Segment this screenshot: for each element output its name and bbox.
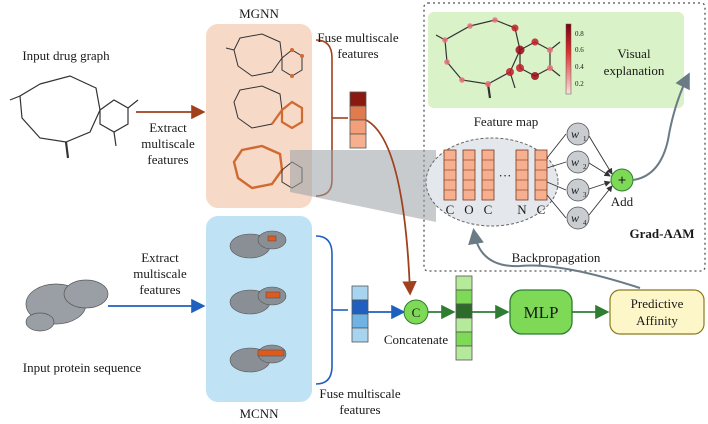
extract-protein-label-2: multiscale <box>133 266 187 281</box>
feature-map-col-label: N <box>517 202 527 217</box>
protein-structure-3 <box>229 344 287 373</box>
visual-explanation-panel <box>428 12 684 108</box>
drug-feature-vector <box>349 91 367 149</box>
feature-map-title: Feature map <box>474 114 539 129</box>
concat-vector <box>455 275 473 361</box>
weight-sub: 3 <box>583 191 587 199</box>
protein-structure-1 <box>229 230 287 259</box>
colorbar-tick: 0.4 <box>575 63 584 71</box>
weight-sub: 2 <box>583 163 587 171</box>
plus-symbol: + <box>618 173 627 189</box>
mlp-label: MLP <box>524 303 559 322</box>
prediction-box <box>609 289 705 335</box>
mgnn-panel <box>206 24 312 208</box>
fuse-protein-label-2: features <box>339 402 380 417</box>
feature-map-col-label: C <box>484 202 493 217</box>
weight-nodes <box>566 122 590 230</box>
weight-label: w <box>571 127 579 141</box>
visual-label: Visual <box>617 46 651 61</box>
grad-aam-region <box>423 2 706 272</box>
feature-map-col-label: C <box>446 202 455 217</box>
extract-drug-label-2: multiscale <box>141 136 195 151</box>
feature-map-col-label: O <box>464 202 473 217</box>
weight-sub: 4 <box>583 219 587 227</box>
weight-connections <box>546 133 567 219</box>
backprop-label: Backpropagation <box>512 250 601 265</box>
input-drug-label: Input drug graph <box>22 48 110 63</box>
colorbar-tick: 0.8 <box>575 30 584 38</box>
extract-drug-label-1: Extract <box>149 120 187 135</box>
extract-drug-label-3: features <box>147 152 188 167</box>
extract-protein-label-3: features <box>139 282 180 297</box>
mgnn-title: MGNN <box>239 6 279 21</box>
concatenate-label: Concatenate <box>384 332 448 347</box>
colorbar-tick: 0.2 <box>575 80 584 88</box>
feature-map-ellipsis: ··· <box>499 168 512 183</box>
mcnn-bracket <box>315 235 333 385</box>
fuse-drug-label-1: Fuse multiscale <box>317 30 398 45</box>
protein-feature-vector <box>351 285 369 343</box>
heatmap-atoms <box>442 17 553 87</box>
fuse-drug-label-2: features <box>337 46 378 61</box>
colorbar-tick: 0.6 <box>575 46 584 54</box>
feature-map-col-label: C <box>537 202 546 217</box>
feature-map-projection <box>290 150 436 222</box>
protein-structure-2 <box>229 286 287 315</box>
input-drug-molecule <box>9 75 139 159</box>
explanation-label: explanation <box>604 63 665 78</box>
input-protein-label: Input protein sequence <box>23 360 142 375</box>
prediction-label-1: Predictive <box>631 296 684 311</box>
drug-to-concat-arrow <box>365 119 417 296</box>
backprop-arrow <box>468 228 641 289</box>
prediction-label-2: Affinity <box>636 313 678 328</box>
fuse-protein-label-1: Fuse multiscale <box>319 386 400 401</box>
mgnn-molecule-2 <box>233 85 304 130</box>
weight-label: w <box>571 211 579 225</box>
feature-map-columns <box>443 149 548 201</box>
grad-aam-label: Grad-AAM <box>630 226 695 241</box>
add-label: Add <box>611 194 634 209</box>
feature-map-rows <box>444 159 547 191</box>
mgnn-highlight-1 <box>290 48 304 78</box>
mcnn-title: MCNN <box>239 406 279 421</box>
weight-to-add <box>588 135 613 216</box>
input-protein-structure <box>25 279 109 332</box>
weight-label: w <box>571 155 579 169</box>
weight-label: w <box>571 183 579 197</box>
concat-symbol: C <box>412 305 421 320</box>
colorbar <box>565 23 572 95</box>
explanation-arrow <box>632 72 690 181</box>
extract-protein-label-1: Extract <box>141 250 179 265</box>
weight-sub: 1 <box>583 135 587 143</box>
